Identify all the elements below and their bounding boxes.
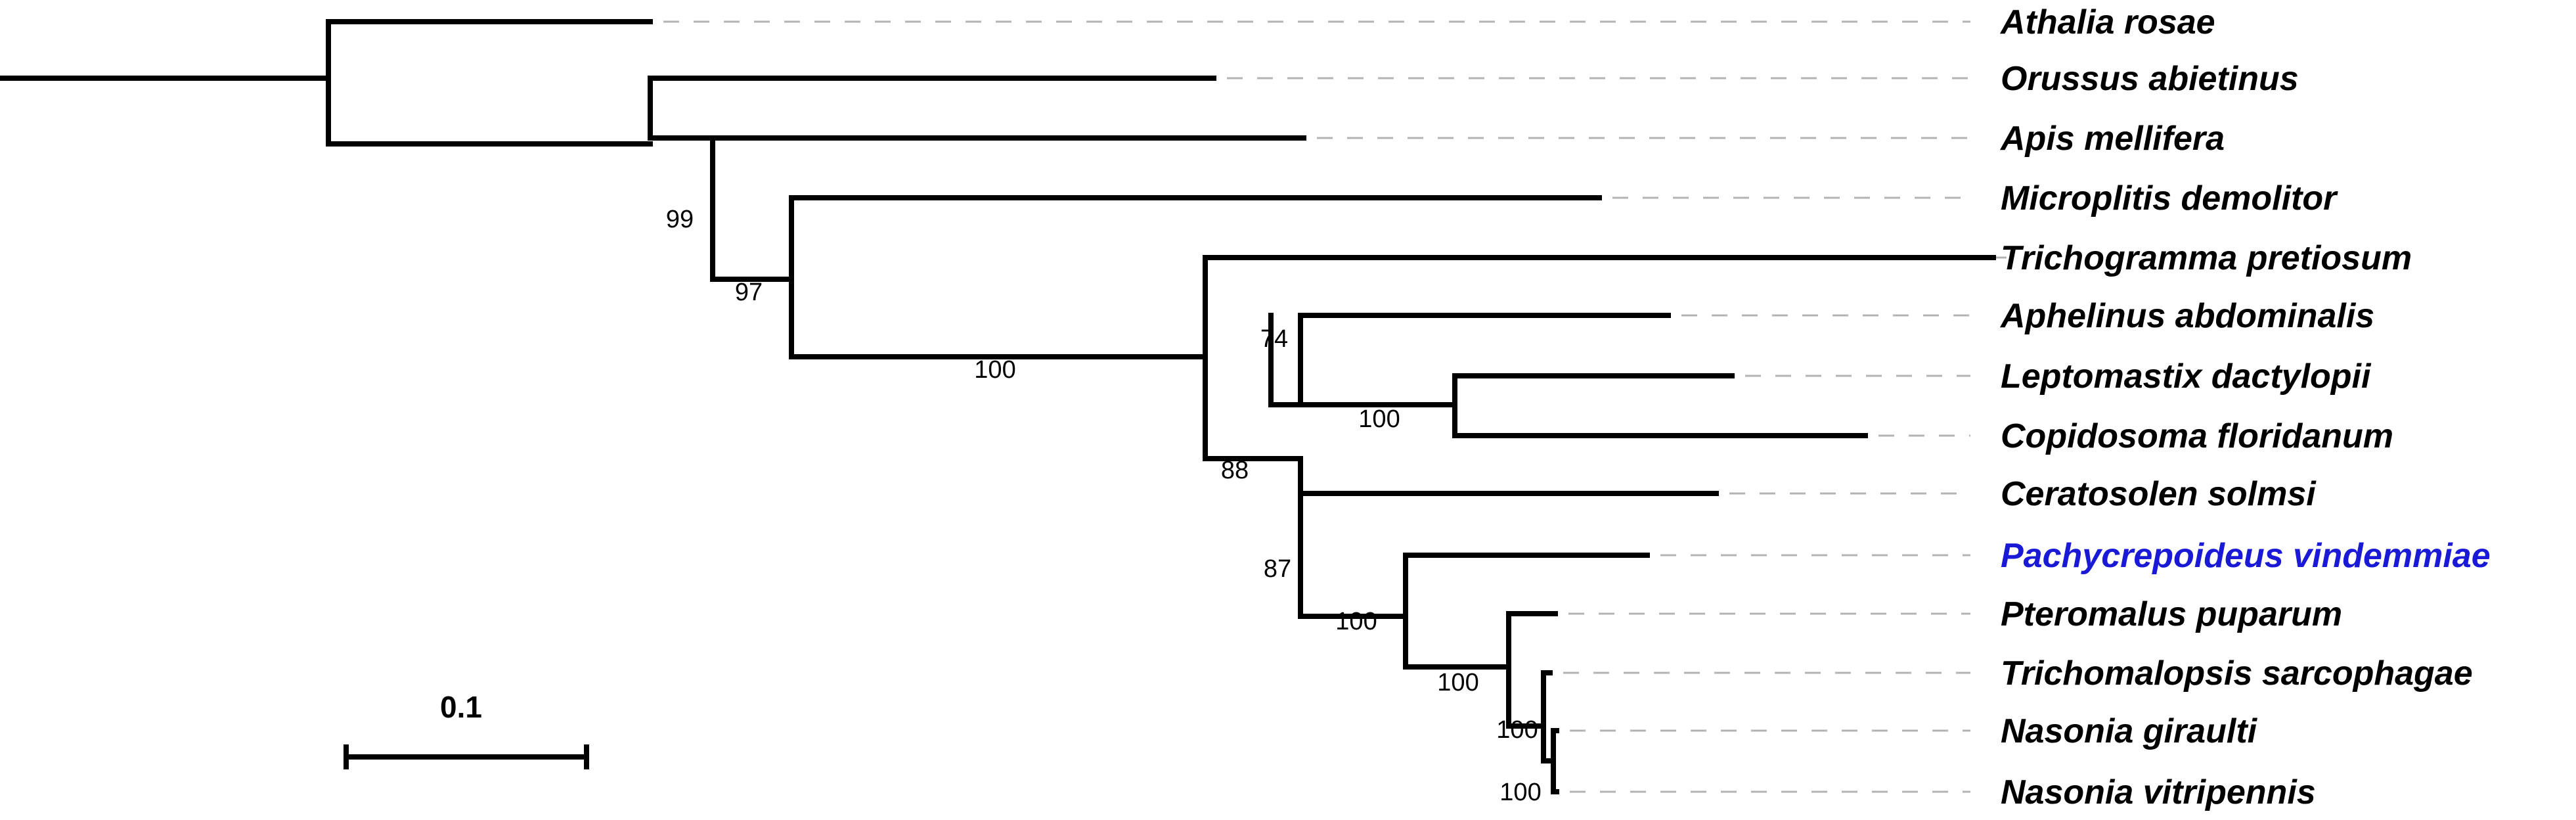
taxon-label: Ceratosolen solmsi: [2001, 475, 2317, 513]
support-value: 100: [1437, 669, 1478, 696]
support-values: 99 97 100 74 100 88 87 100 100 100 100: [666, 206, 1542, 806]
taxon-label: Leptomastix dactylopii: [2001, 357, 2372, 396]
taxon-label: Athalia rosae: [1999, 3, 2215, 41]
leader-lines: [663, 20, 2007, 793]
taxon-label: Aphelinus abdominalis: [1999, 297, 2374, 335]
support-value: 100: [974, 356, 1015, 384]
taxon-label: Nasonia vitripennis: [2001, 773, 2316, 811]
scale-bar-label: 0.1: [440, 690, 482, 724]
support-value: 87: [1264, 555, 1291, 583]
scale-bar: 0.1: [344, 690, 589, 769]
taxon-label: Trichomalopsis sarcophagae: [2001, 654, 2473, 693]
support-value: 100: [1335, 608, 1377, 635]
support-value: 99: [666, 206, 694, 233]
support-value: 100: [1496, 716, 1538, 744]
taxon-label: Microplitis demolitor: [2001, 179, 2338, 217]
taxon-label: Pteromalus puparum: [2001, 595, 2342, 633]
support-value: 74: [1260, 325, 1288, 353]
taxon-label: Apis mellifera: [1999, 120, 2225, 158]
taxon-label: Nasonia giraulti: [2001, 712, 2258, 750]
support-value: 100: [1499, 779, 1541, 806]
taxon-label: Orussus abietinus: [2001, 60, 2299, 98]
support-value: 100: [1358, 405, 1400, 433]
taxon-label: Copidosoma floridanum: [2001, 417, 2393, 455]
tree-branches: [0, 19, 1996, 794]
taxon-label: Pachycrepoideus vindemmiae: [2001, 537, 2491, 575]
support-value: 88: [1221, 457, 1249, 484]
taxon-label: Trichogramma pretiosum: [2001, 239, 2412, 277]
support-value: 97: [735, 279, 763, 306]
